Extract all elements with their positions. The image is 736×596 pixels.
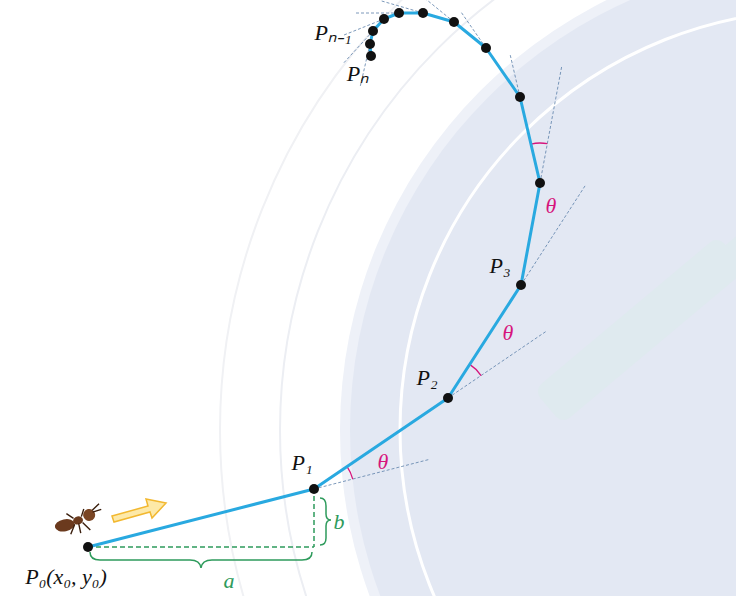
point-label: Pₙ₋₁ [314, 22, 351, 44]
path-point [365, 39, 375, 49]
path-point [418, 8, 428, 18]
path-point [309, 484, 319, 494]
path-point [368, 26, 378, 36]
path-point [515, 92, 525, 102]
angle-label: θ [378, 451, 389, 473]
background-emblem [534, 204, 736, 424]
angle-label: θ [503, 322, 514, 344]
direction-extension [448, 331, 547, 398]
path-point [83, 542, 93, 552]
angle-label: θ [546, 195, 557, 217]
angle-arc [470, 364, 481, 375]
point-label: P₁ [291, 452, 312, 474]
path-point [481, 43, 491, 53]
point-label: P₀(x₀, y₀) [25, 566, 107, 588]
path-point [516, 280, 526, 290]
ant [52, 503, 105, 538]
brace-b [320, 498, 331, 545]
background-ring [220, 0, 736, 596]
background-ring [280, 0, 736, 596]
dimension-label: a [224, 570, 235, 592]
angle-arc [347, 467, 353, 480]
point-label: P₃ [489, 255, 510, 277]
dx-line [88, 546, 314, 548]
path-point [449, 17, 459, 27]
background-disc [350, 0, 736, 596]
path-point [443, 393, 453, 403]
path-point [366, 51, 376, 61]
brace-a [90, 552, 312, 568]
point-label: Pₙ [347, 63, 369, 85]
direction-arrow [112, 499, 166, 522]
ant-path [88, 13, 540, 547]
path-point [379, 14, 389, 24]
dimension-label: b [334, 511, 345, 533]
path-point [394, 8, 404, 18]
direction-extension [540, 65, 562, 183]
direction-extension [354, 13, 399, 14]
background-ring [400, 10, 736, 596]
direction-extension [314, 459, 430, 489]
angle-arc [531, 143, 547, 144]
point-label: P₂ [416, 367, 437, 389]
background-disc [340, 0, 736, 596]
path-point [535, 178, 545, 188]
dy-line [313, 496, 315, 547]
